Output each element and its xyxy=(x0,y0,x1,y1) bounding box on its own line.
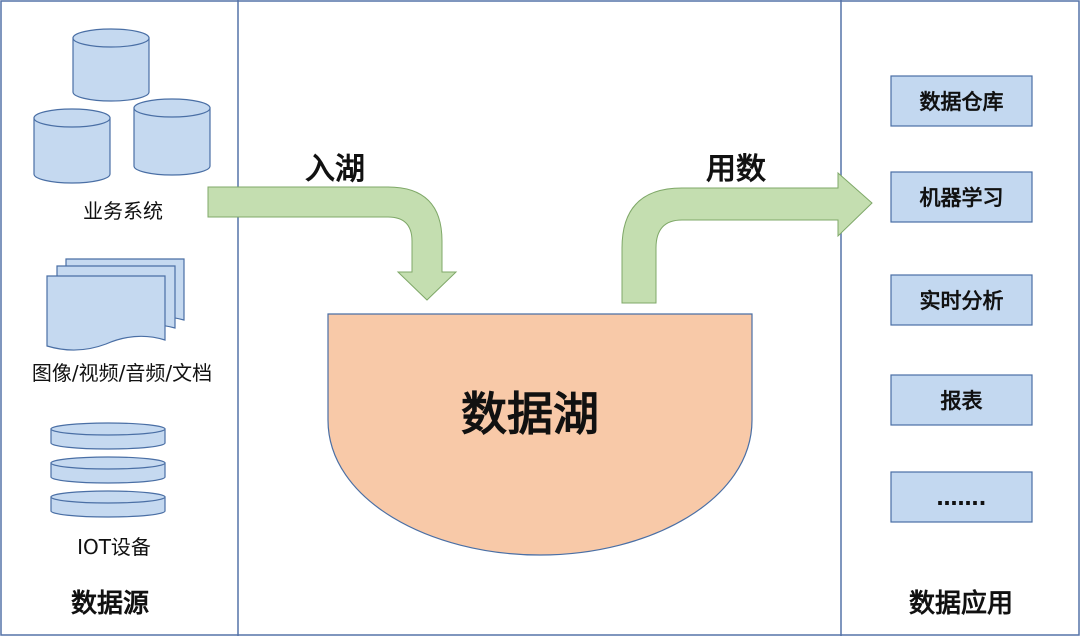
data-lake-bowl xyxy=(327,313,753,556)
app-box-realtime-analytics: 实时分析 xyxy=(890,274,1033,326)
consume-arrow xyxy=(621,171,873,304)
ingest-arrow xyxy=(207,186,458,301)
disk-stack-icon xyxy=(50,422,166,518)
source-label-iot-devices: IOT设备 xyxy=(77,535,151,559)
app-box-reports: 报表 xyxy=(890,374,1033,426)
app-box-machine-learning: 机器学习 xyxy=(890,171,1033,223)
app-box-data-warehouse: 数据仓库 xyxy=(890,75,1033,127)
document-stack-icon xyxy=(46,258,185,351)
consume-label: 用数 xyxy=(706,152,767,187)
applications-column-title: 数据应用 xyxy=(909,588,1013,619)
source-label-media-documents: 图像/视频/音频/文档 xyxy=(32,361,212,385)
database-cylinders-icon xyxy=(33,28,211,184)
app-label: 机器学习 xyxy=(920,186,1004,210)
app-label: ……. xyxy=(937,486,987,510)
app-label: 实时分析 xyxy=(920,289,1004,313)
app-label: 数据仓库 xyxy=(920,90,1004,114)
app-label: 报表 xyxy=(941,389,984,413)
ingest-label: 入湖 xyxy=(305,152,365,187)
source-label-business-systems: 业务系统 xyxy=(83,199,163,223)
sources-column-title: 数据源 xyxy=(71,589,149,619)
app-box-more: ……. xyxy=(890,471,1033,523)
data-lake-label: 数据湖 xyxy=(461,387,599,441)
